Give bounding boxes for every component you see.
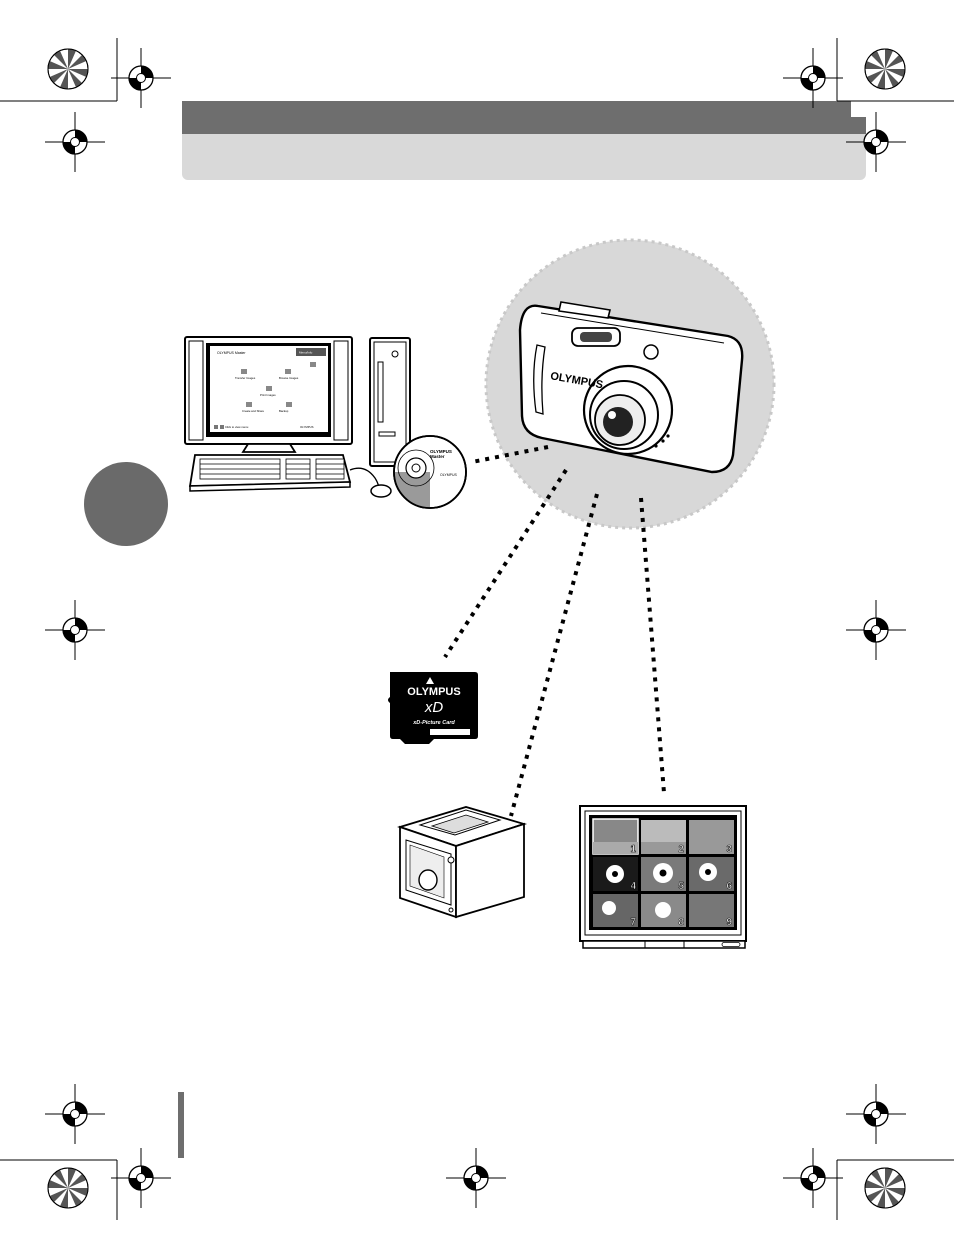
tv-thumb-number: 7 xyxy=(630,917,636,928)
xd-card-logo: xD xyxy=(424,699,444,716)
registration-mark-icon xyxy=(846,1084,906,1144)
registration-mark-icon xyxy=(111,48,171,108)
registration-mark-icon xyxy=(846,600,906,660)
registration-mark-icon xyxy=(45,112,105,172)
xd-card-icon: OLYMPUS xD xD-Picture Card xyxy=(388,672,478,744)
registration-mark-icon xyxy=(783,1148,843,1208)
menu-backup: Backup xyxy=(279,409,289,413)
tv-thumb-number: 4 xyxy=(630,881,636,892)
color-wheel-icon xyxy=(48,49,88,89)
menu-transfer: Transfer Images xyxy=(235,376,256,380)
menu-print: Print Images xyxy=(260,393,276,397)
screen-title: OLYMPUS Master xyxy=(217,351,246,355)
registration-mark-icon xyxy=(783,48,843,108)
tv-thumb-number: 9 xyxy=(726,917,732,928)
screen-status: Click to view menu xyxy=(225,425,249,429)
registration-mark-icon xyxy=(45,600,105,660)
cd-label-line2: Master xyxy=(430,454,445,459)
menu-create: Create and Share xyxy=(242,409,265,413)
tv-thumbnail-grid xyxy=(593,819,734,927)
tv-icon: 1 2 3 4 5 6 7 8 9 xyxy=(580,806,746,948)
xd-card-brand: OLYMPUS xyxy=(407,686,460,698)
color-wheel-icon xyxy=(48,1168,88,1208)
registration-mark-icon xyxy=(846,112,906,172)
registration-mark-icon xyxy=(446,1148,506,1208)
color-wheel-icon xyxy=(865,49,905,89)
tv-thumb-number: 2 xyxy=(678,844,684,855)
tv-thumb-number: 3 xyxy=(726,844,732,855)
screen-brand: OLYMPUS xyxy=(300,425,314,429)
tv-thumb-number: 5 xyxy=(678,881,684,892)
xd-card-name: xD-Picture Card xyxy=(412,720,455,726)
tv-thumb-number: 1 xyxy=(630,844,636,855)
color-wheel-icon xyxy=(865,1168,905,1208)
registration-mark-icon xyxy=(45,1084,105,1144)
tv-thumb-number: 8 xyxy=(678,917,684,928)
menu-browse: Browse Images xyxy=(279,376,299,380)
tv-thumb-number: 6 xyxy=(726,881,732,892)
crop-marks xyxy=(0,38,954,1220)
screen-button: Menu/Info xyxy=(299,351,313,355)
registration-mark-icon xyxy=(111,1148,171,1208)
computer-icon: OLYMPUS Master Menu/Info Transfer Images… xyxy=(185,337,410,497)
printer-icon xyxy=(400,807,524,917)
cd-rom-icon: OLYMPUS Master OLYMPUS xyxy=(394,436,466,508)
cd-brand: OLYMPUS xyxy=(440,473,458,477)
